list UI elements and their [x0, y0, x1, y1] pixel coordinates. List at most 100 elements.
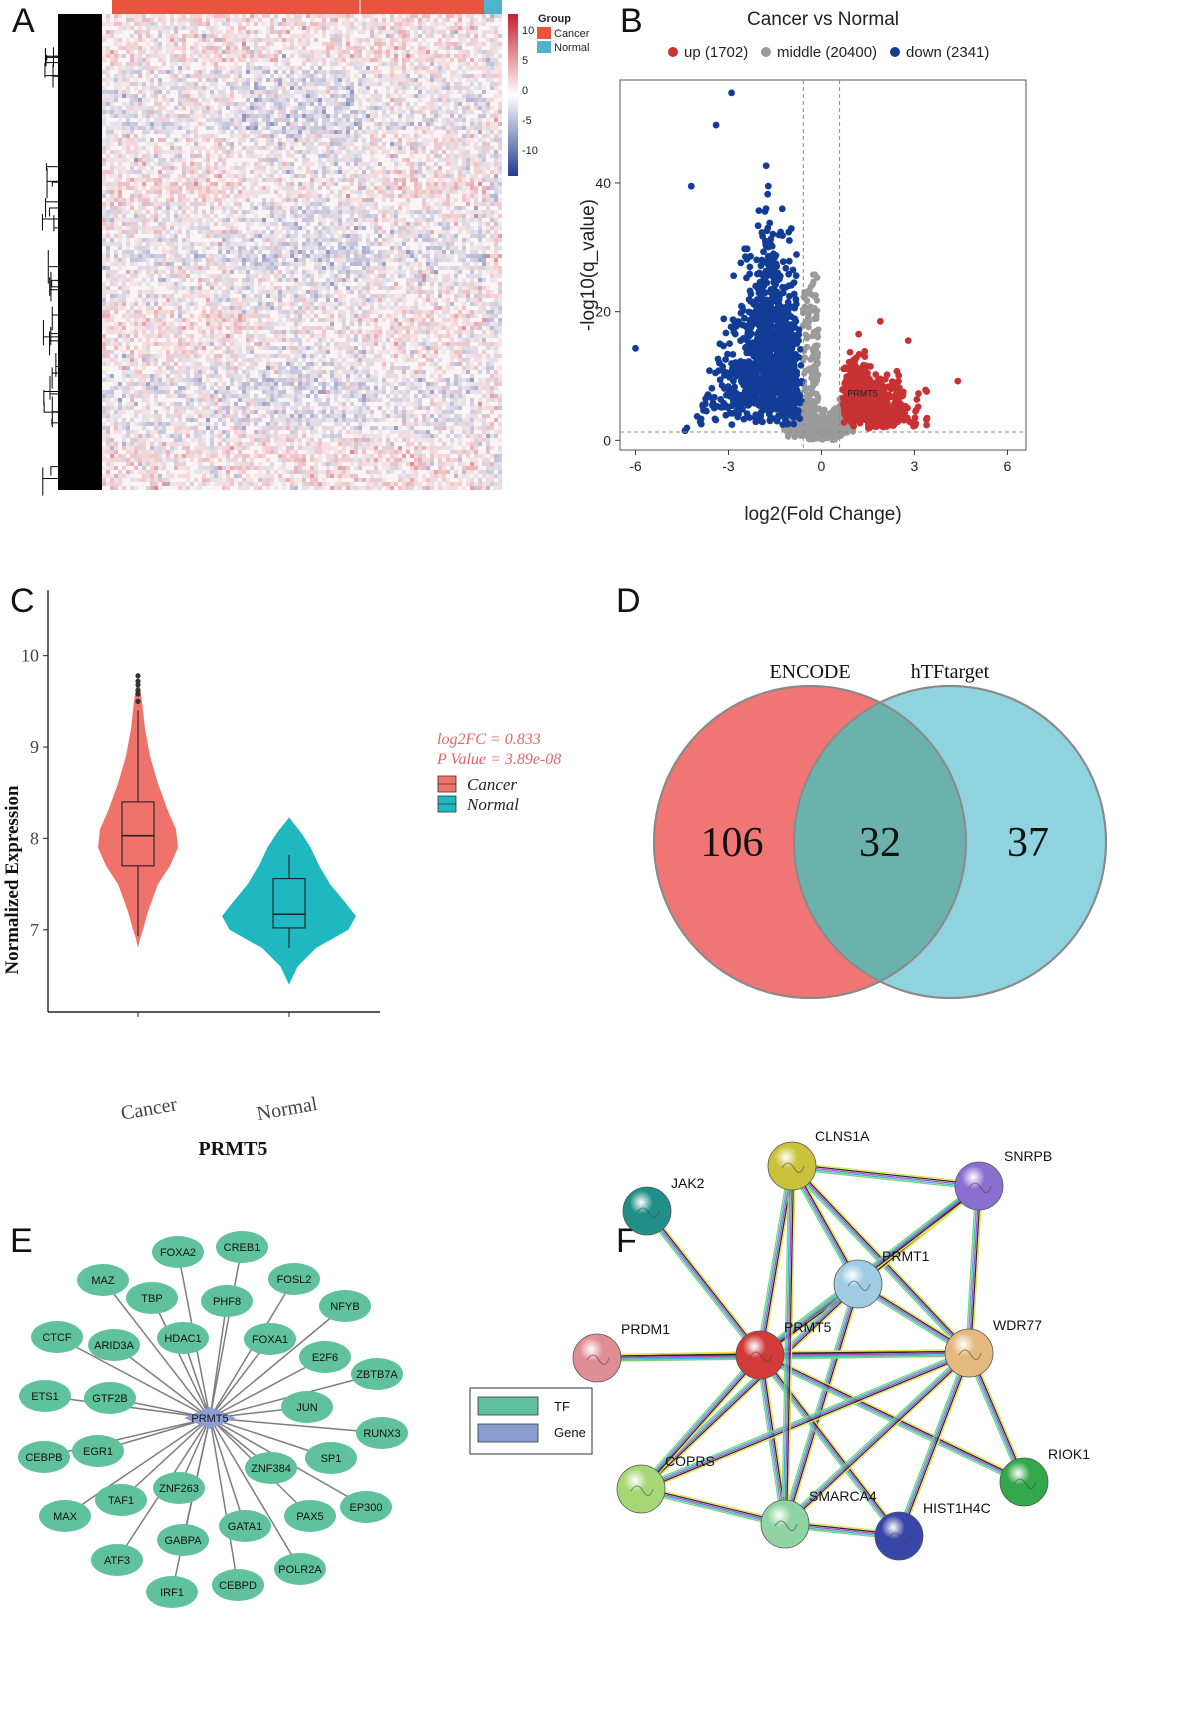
- tf-node-label: CEBPB: [25, 1452, 62, 1464]
- volcano-point-down: [785, 237, 793, 244]
- tf-node-label: RUNX3: [363, 1428, 400, 1440]
- volcano-point-down: [754, 270, 761, 278]
- panel-label-e: E: [10, 1222, 33, 1260]
- volcano-point-down: [739, 306, 747, 314]
- volcano-point-up: [857, 388, 865, 395]
- volcano-point-up: [893, 367, 901, 375]
- volcano-point-down: [706, 367, 713, 375]
- volcano-point-down: [711, 415, 719, 423]
- volcano-point-outlier: [632, 344, 639, 352]
- volcano-point-up: [899, 404, 907, 412]
- volcano-point-down: [767, 362, 775, 370]
- volcano-point-down: [796, 345, 804, 353]
- legend-dot-up: [668, 47, 678, 57]
- volcano-point-down: [781, 370, 789, 378]
- color-scale-bar: [508, 14, 518, 176]
- tf-node-label: NFYB: [330, 1301, 359, 1313]
- volcano-x-label: log2(Fold Change): [744, 504, 901, 525]
- volcano-point-down: [722, 411, 730, 419]
- volcano-point-up: [911, 414, 919, 422]
- color-scale-ticks: 10 5 0 -5 -10: [522, 25, 538, 157]
- tf-edge: [120, 1417, 211, 1501]
- tf-node-label: EP300: [349, 1502, 382, 1514]
- volcano-point-down: [768, 378, 775, 386]
- volcano-point-up: [872, 371, 880, 378]
- volcano-point-down: [784, 298, 792, 306]
- volcano-point-down: [745, 401, 753, 409]
- volcano-point-down: [741, 314, 748, 322]
- ppi-node-jak2: [622, 1186, 672, 1236]
- volcano-point-down: [715, 359, 723, 367]
- tf-node-label: GATA1: [228, 1521, 262, 1533]
- volcano-point-down: [769, 339, 777, 347]
- tf-node-label: TAF1: [108, 1495, 134, 1507]
- volcano-point-down: [737, 337, 745, 344]
- legend-swatch-gene: [477, 1423, 539, 1443]
- venn-panel: ENCODE hTFtarget 106 32 37: [600, 580, 1200, 1100]
- volcano-point-down: [790, 420, 798, 428]
- volcano-point-down: [756, 353, 764, 361]
- volcano-point-middle: [817, 417, 824, 424]
- volcano-point-down: [783, 378, 791, 386]
- tf-node-gtf2b: GTF2B: [84, 1382, 136, 1414]
- tf-node-tbp: TBP: [126, 1282, 178, 1314]
- volcano-point-down: [722, 356, 729, 363]
- volcano-point-down: [768, 323, 776, 330]
- volcano-point-down: [761, 279, 769, 286]
- tf-edge: [43, 1417, 211, 1458]
- volcano-point-middle: [807, 283, 814, 290]
- volcano-point-down: [734, 413, 742, 421]
- volcano-point-down: [761, 322, 769, 329]
- tf-node-phf8: PHF8: [201, 1285, 253, 1317]
- ppi-edge: [781, 1165, 796, 1525]
- tf-node-fosl2: FOSL2: [268, 1263, 320, 1295]
- tf-edge: [151, 1297, 211, 1419]
- volcano-point-up: [912, 407, 919, 415]
- volcano-point-down: [780, 326, 788, 333]
- volcano-point-down: [753, 347, 761, 355]
- volcano-point-down: [761, 208, 769, 215]
- tf-edge: [56, 1336, 211, 1419]
- tf-network-legend: TF Gene: [469, 1387, 593, 1455]
- volcano-point-down: [746, 263, 754, 271]
- volcano-point-up: [864, 401, 872, 409]
- ppi-edges: [596, 1162, 1028, 1540]
- tf-node-znf263: ZNF263: [153, 1472, 205, 1504]
- volcano-point-up: [849, 396, 857, 404]
- volcano-point-down: [785, 326, 793, 334]
- volcano-point-up: [923, 421, 931, 429]
- volcano-point-down: [777, 406, 785, 414]
- volcano-point-down: [760, 328, 767, 336]
- volcano-legend: up (1702) middle (20400) down (2341): [668, 44, 989, 61]
- tf-node-foxa1: FOXA1: [244, 1323, 296, 1355]
- volcano-point-outlier: [954, 377, 962, 385]
- volcano-point-middle: [821, 422, 829, 430]
- volcano-point-middle: [814, 359, 821, 367]
- tf-node-label: TBP: [141, 1293, 162, 1305]
- violin-cat-cancer: Cancer: [119, 1093, 179, 1125]
- volcano-point-down: [724, 383, 732, 390]
- volcano-point-outlier: [728, 89, 735, 97]
- volcano-point-down: [768, 315, 776, 323]
- volcano-point-down: [744, 390, 752, 398]
- ppi-node-label: PRMT5: [784, 1319, 832, 1335]
- volcano-point-middle: [810, 379, 817, 387]
- volcano-point-down: [757, 412, 765, 420]
- violin-shapes: [98, 673, 356, 985]
- volcano-point-down: [764, 243, 772, 251]
- volcano-point-down: [772, 405, 780, 413]
- volcano-point-down: [720, 315, 728, 323]
- legend-label-cancer-violin: Cancer: [467, 775, 517, 794]
- volcano-point-middle: [801, 321, 808, 328]
- volcano-point-down: [681, 427, 689, 435]
- volcano-point-down: [782, 264, 790, 272]
- tf-node-max: MAX: [39, 1500, 91, 1532]
- tf-node-label: ETS1: [31, 1391, 59, 1403]
- volcano-point-up: [912, 420, 920, 428]
- volcano-point-down: [759, 418, 766, 426]
- volcano-point-middle: [804, 333, 812, 341]
- volcano-point-down: [755, 318, 762, 326]
- ppi-edge: [756, 1165, 796, 1356]
- tf-node-egr1: EGR1: [72, 1435, 124, 1467]
- violin-outlier: [135, 673, 141, 679]
